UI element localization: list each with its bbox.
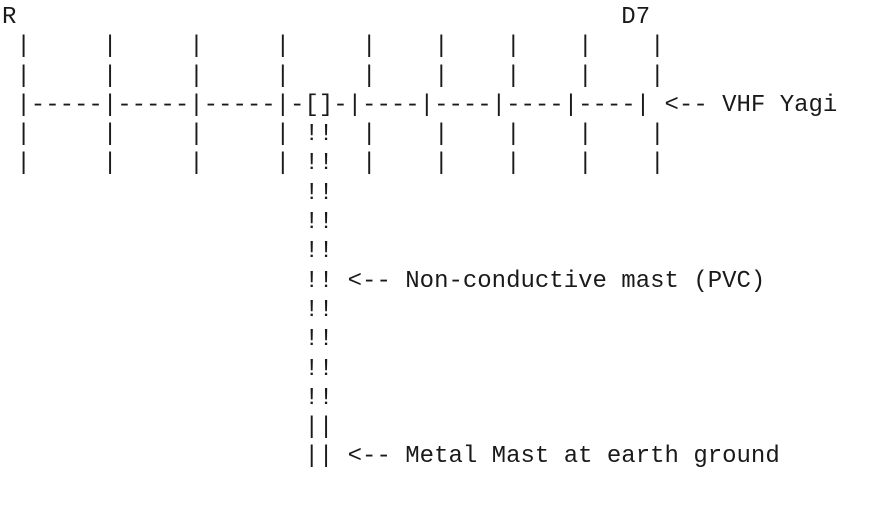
diagram-line-elements-bottom-1: | | | | !! | | | | |	[2, 121, 665, 149]
diagram-line-elements-top-1: | | | | | | | | |	[2, 33, 665, 61]
diagram-line-mast-4: !!	[2, 296, 334, 324]
diagram-line-mast-1: !!	[2, 179, 334, 207]
diagram-line-reflector-director-labels: R D7	[2, 4, 651, 31]
diagram-line-mast-7: !!	[2, 384, 334, 412]
diagram-line-boom-vhf-yagi: |-----|-----|-----|-[]-|----|----|----|-…	[2, 91, 838, 119]
diagram-line-elements-bottom-2: | | | | !! | | | | |	[2, 150, 665, 178]
ascii-antenna-diagram: R D7 | | | | | | | | | | | | | | | | | |…	[2, 3, 837, 472]
diagram-line-metal-mast-ground-label: || <-- Metal Mast at earth ground	[2, 443, 780, 471]
diagram-line-metal-mast-1: ||	[2, 414, 334, 442]
diagram-line-pvc-mast-label: !! <-- Non-conductive mast (PVC)	[2, 267, 766, 295]
diagram-line-mast-6: !!	[2, 355, 334, 383]
diagram-line-mast-2: !!	[2, 209, 334, 237]
diagram-line-mast-5: !!	[2, 326, 334, 354]
diagram-line-mast-3: !!	[2, 238, 334, 266]
diagram-line-elements-top-2: | | | | | | | | |	[2, 62, 665, 90]
